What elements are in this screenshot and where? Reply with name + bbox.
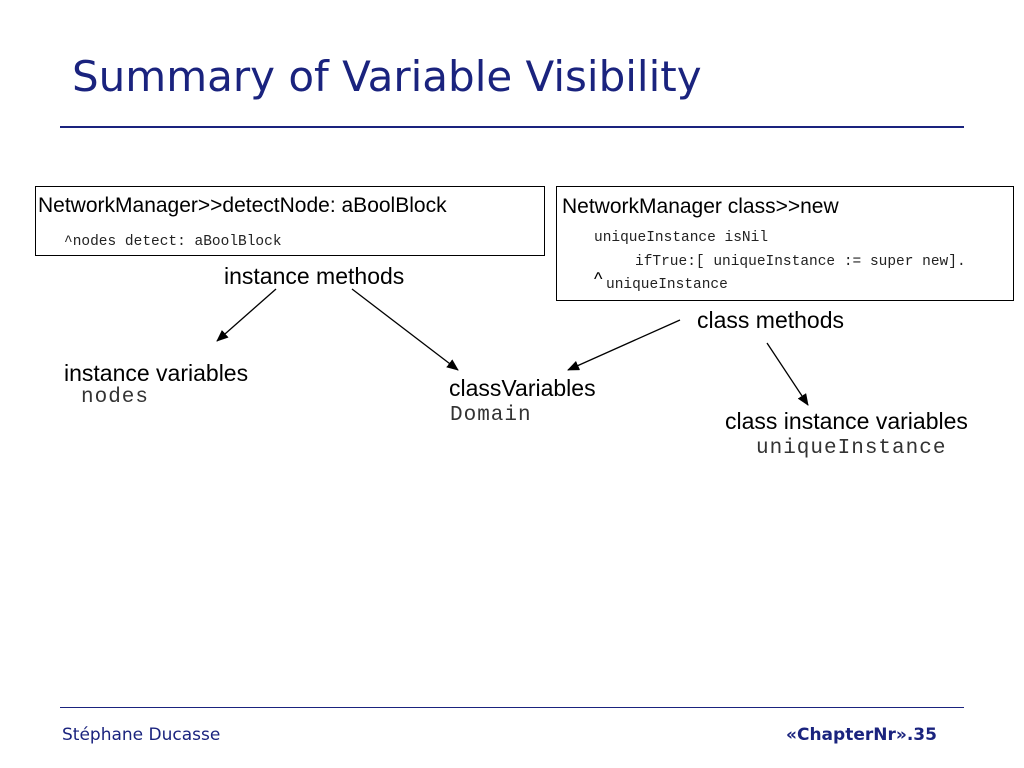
slide-title: Summary of Variable Visibility (72, 52, 702, 101)
class-method-code-line: ifTrue:[ uniqueInstance := super new]. (635, 254, 966, 270)
title-divider (60, 126, 964, 128)
class-method-selector: NetworkManager class>>new (562, 195, 839, 218)
instance-variables-value: nodes (81, 386, 150, 409)
class-variables-value: Domain (450, 404, 532, 427)
class-method-code-line: uniqueInstance (606, 277, 728, 293)
instance-methods-label: instance methods (224, 263, 405, 289)
arrow-class-methods-to-class-variables (567, 319, 681, 371)
class-instance-variables-value: uniqueInstance (756, 437, 947, 460)
class-method-code-line: uniqueInstance isNil (594, 230, 769, 246)
footer-page-number: «ChapterNr».35 (786, 725, 937, 745)
class-variables-label: classVariables (449, 375, 596, 401)
class-instance-variables-label: class instance variables (725, 408, 968, 434)
class-method-box: NetworkManager class>>new uniqueInstance… (556, 186, 1014, 301)
instance-method-selector: NetworkManager>>detectNode: aBoolBlock (38, 194, 447, 217)
instance-variables-label: instance variables (64, 360, 249, 386)
arrow-instance-methods-to-instance-variables (216, 288, 277, 342)
class-methods-label: class methods (697, 307, 845, 333)
instance-method-box: NetworkManager>>detectNode: aBoolBlock ^… (35, 186, 545, 256)
footer-author: Stéphane Ducasse (62, 725, 221, 745)
arrow-instance-methods-to-class-variables (351, 288, 459, 371)
class-method-return-caret: ^ (594, 269, 603, 289)
arrow-class-methods-to-class-instance-variables (766, 342, 809, 406)
instance-method-code: ^nodes detect: aBoolBlock (64, 234, 282, 250)
footer-divider (60, 707, 964, 708)
